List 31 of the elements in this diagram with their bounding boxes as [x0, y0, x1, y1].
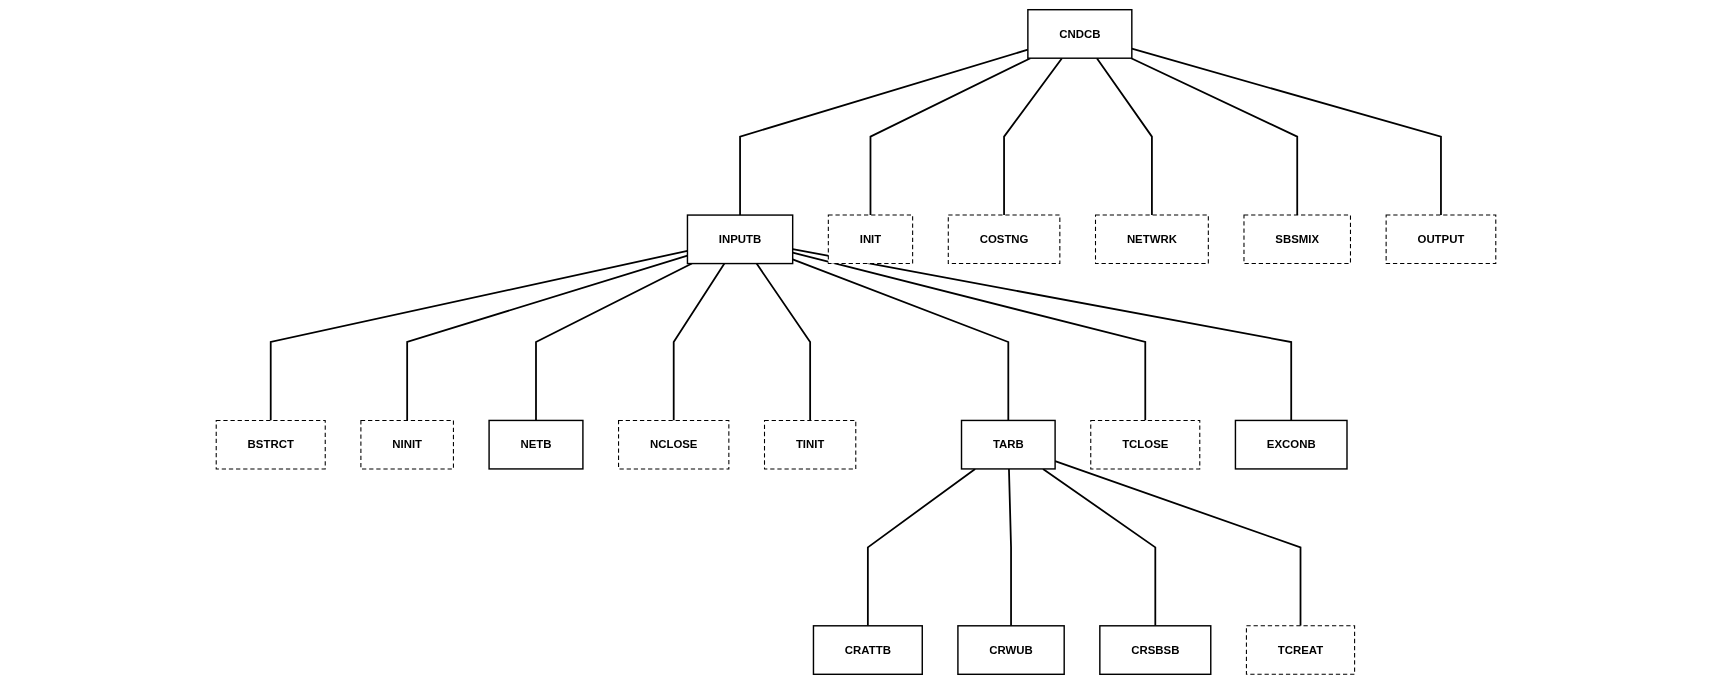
node-box: BSTRCT	[215, 419, 326, 470]
connector	[534, 262, 693, 422]
node-box: TCREAT	[1245, 625, 1355, 675]
connector	[866, 468, 976, 627]
connector	[1130, 47, 1442, 216]
node-box: INIT	[827, 214, 913, 265]
connector	[1041, 468, 1156, 627]
node-box: CRATTB	[812, 625, 923, 675]
connector	[1129, 57, 1298, 216]
connector	[1007, 468, 1012, 627]
connector	[672, 262, 725, 422]
node-box: TCLOSE	[1089, 419, 1200, 470]
connector	[1095, 57, 1153, 216]
node-box: TARB	[960, 419, 1056, 470]
node-box: SBSMIX	[1242, 214, 1351, 265]
node-box: NINIT	[359, 419, 454, 470]
connector	[1002, 57, 1063, 216]
node-box: EXCONB	[1234, 419, 1348, 470]
node-box: COSTNG	[947, 214, 1060, 265]
node-box: OUTPUT	[1385, 214, 1496, 265]
node-box: TINIT	[763, 419, 856, 470]
node-box: NETB	[487, 419, 584, 470]
connector	[755, 262, 811, 422]
node-box: NETWRK	[1094, 214, 1209, 265]
node-box: CRWUB	[956, 625, 1065, 675]
node-box: CNDCB	[1026, 9, 1133, 59]
node-box: NCLOSE	[617, 419, 729, 470]
node-box: INPUTB	[686, 214, 793, 265]
connector	[738, 48, 1029, 216]
connector	[869, 57, 1031, 216]
node-box: CRSBSB	[1098, 625, 1211, 675]
